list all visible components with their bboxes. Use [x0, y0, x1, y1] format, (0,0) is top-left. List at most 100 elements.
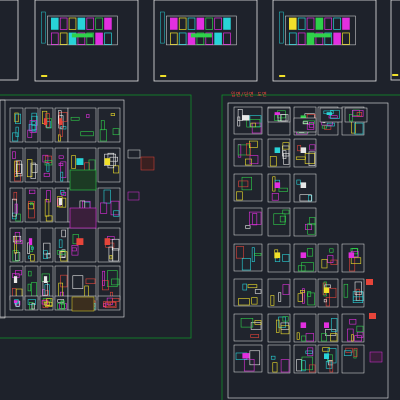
detail-fill — [28, 238, 33, 245]
detail-linework — [282, 209, 290, 215]
detail-linework — [249, 350, 261, 366]
detail-linework — [31, 115, 38, 126]
floor-plan-outline — [166, 15, 237, 46]
detail-linework — [305, 350, 313, 354]
detail-linework — [30, 254, 35, 262]
floor-plan-room — [324, 17, 333, 30]
floor-plan-room — [86, 17, 95, 30]
detail-linework — [30, 202, 34, 206]
detail-linework — [31, 121, 36, 133]
detail-linework — [44, 159, 53, 166]
detail-linework — [321, 259, 328, 269]
detail-linework — [305, 223, 312, 230]
detail-fill — [326, 112, 333, 115]
detail-linework — [11, 198, 17, 217]
detail-linework — [13, 191, 18, 201]
detail-linework — [354, 122, 364, 135]
detail-linework — [80, 131, 94, 137]
detail-linework — [296, 179, 301, 185]
detail-linework — [326, 122, 335, 127]
detail-linework — [235, 246, 245, 259]
detail-linework — [28, 189, 36, 194]
floor-plan-room — [77, 32, 86, 45]
floor-plan-room — [104, 17, 112, 30]
detail-linework — [112, 297, 120, 302]
revision-cloud-mark — [366, 279, 373, 285]
detail-linework — [295, 156, 306, 160]
detail-linework — [278, 316, 286, 328]
detail-linework — [351, 334, 354, 342]
detail-linework — [43, 250, 48, 259]
detail-linework — [302, 288, 305, 304]
detail-linework — [282, 254, 290, 262]
detail-linework — [15, 213, 21, 222]
detail-linework — [356, 112, 363, 117]
detail-linework — [278, 187, 288, 192]
detail-linework — [321, 125, 327, 129]
right-sheet-frame — [227, 102, 389, 399]
detail-linework — [14, 240, 23, 245]
detail-linework — [44, 199, 50, 217]
floor-plan-room — [315, 17, 324, 30]
detail-fill — [43, 276, 48, 283]
detail-fill — [300, 322, 307, 328]
detail-linework — [12, 235, 22, 243]
floor-plan-room — [95, 17, 103, 30]
detail-linework — [270, 295, 275, 306]
detail-fill — [324, 287, 329, 293]
detail-fill — [43, 118, 48, 125]
floor-plan-room — [187, 17, 196, 30]
detail-linework — [304, 153, 315, 164]
left-detail-sheet — [9, 107, 24, 143]
detail-fill — [13, 276, 18, 283]
detail-fill — [348, 252, 355, 258]
detail-linework — [14, 112, 19, 123]
detail-linework — [60, 251, 68, 262]
elevation-sheet — [233, 207, 263, 236]
detail-linework — [330, 333, 338, 342]
detail-linework — [27, 242, 30, 254]
floor-plan-room — [214, 32, 222, 45]
detail-linework — [302, 121, 309, 125]
detail-linework — [269, 156, 277, 167]
detail-fill — [242, 115, 250, 121]
detail-linework — [250, 334, 260, 338]
detail-linework — [254, 252, 262, 256]
detail-linework — [109, 255, 113, 260]
detail-linework — [241, 258, 251, 271]
floor-plan-room — [306, 17, 315, 30]
title-block-mark — [41, 75, 48, 77]
detail-linework — [280, 359, 290, 373]
floor-plan-room — [315, 32, 324, 45]
detail-linework — [46, 298, 53, 307]
floor-plan-room — [104, 32, 112, 45]
detail-linework — [329, 360, 334, 373]
detail-linework — [46, 190, 51, 203]
left-detail-sheet-right — [97, 107, 121, 143]
detail-linework — [107, 270, 118, 288]
detail-linework — [349, 319, 357, 325]
detail-linework — [58, 239, 63, 248]
detail-linework — [111, 238, 120, 251]
detail-linework — [343, 283, 349, 298]
detail-linework — [301, 262, 314, 272]
floor-plan-room — [95, 32, 103, 45]
dimension-marks — [279, 11, 284, 44]
detail-linework — [29, 302, 34, 310]
floor-plan-room — [196, 17, 205, 30]
detail-linework — [61, 229, 66, 238]
detail-linework — [238, 180, 249, 188]
title-block-mark — [160, 75, 167, 77]
detail-linework — [325, 361, 333, 369]
floor-plan-room — [178, 17, 187, 30]
title-block-mark — [392, 74, 399, 76]
detail-linework — [252, 213, 258, 226]
detail-linework — [102, 270, 105, 286]
left-detail-sheet-right — [97, 265, 121, 301]
left-sheet-frame — [0, 99, 125, 318]
floor-plan-room — [51, 17, 59, 30]
left-drawing-group-border — [0, 94, 192, 339]
floor-plan-room — [196, 32, 205, 45]
